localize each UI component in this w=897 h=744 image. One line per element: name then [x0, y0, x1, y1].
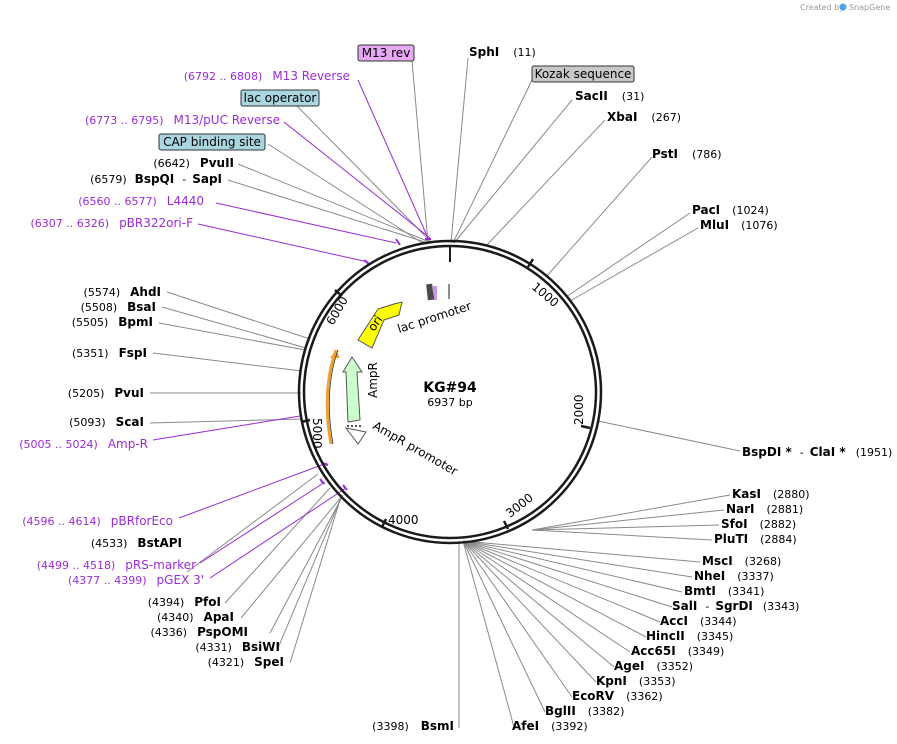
- site-spei: (4321)SpeI: [208, 655, 284, 669]
- site-bmti: BmtI(3341): [684, 584, 764, 598]
- site-acc65i: Acc65I(3349): [631, 644, 724, 658]
- site-pspomi: (4336)PspOMI: [150, 625, 248, 639]
- credit-prefix: Created by: [800, 3, 844, 12]
- backbone: [297, 239, 603, 545]
- site-pluti: PluTI(2884): [714, 532, 797, 546]
- site-pfoi: (4394)PfoI: [148, 595, 221, 609]
- feature-ampr-promoter: AmpR promoter: [344, 418, 461, 478]
- plasmid-name: KG#94: [423, 380, 477, 396]
- feature-ampr: AmpR: [342, 356, 380, 427]
- primer-l4440: (6560 .. 6577)L4440: [78, 194, 204, 208]
- site-sali-sgrdi: SalI-SgrDI(3343): [672, 599, 799, 613]
- box-kozak: Kozak sequence: [531, 65, 635, 83]
- site-bglii: BglII(3382): [545, 704, 624, 718]
- lac-promoter-label: lac promoter: [396, 299, 473, 336]
- snapgene-logo-icon: [839, 3, 847, 11]
- feature-orange-arrow: [325, 349, 340, 445]
- site-labels-left: (3398)BsmI (4321)SpeI (4331)BsiWI (4336)…: [68, 156, 454, 733]
- site-agei: AgeI(3352): [614, 659, 693, 673]
- feature-ori: ori: [357, 301, 403, 349]
- primer-pbr322: (6307 .. 6326)pBR322ori-F: [31, 216, 194, 230]
- lac-operator-label: lac operator: [244, 91, 317, 105]
- feature-lac-promoter: lac promoter: [396, 283, 473, 336]
- primer-m13-puc: (6773 .. 6795)M13/pUC Reverse: [85, 113, 280, 127]
- site-bspdi-clai: BspDI *-ClaI *(1951): [742, 445, 892, 459]
- site-acci: AccI(3344): [660, 614, 737, 628]
- site-leader-lines: [149, 57, 741, 728]
- credit-mark: Created by SnapGene: [800, 3, 890, 12]
- site-pvui: (5205)PvuI: [68, 386, 144, 400]
- site-bsiwi: (4331)BsiWI: [195, 640, 280, 654]
- site-bsmi: (3398)BsmI: [372, 719, 454, 733]
- ampr-label: AmpR: [366, 362, 380, 398]
- site-xbai: XbaI(267): [607, 110, 681, 124]
- primer-pbrforeco: (4596 .. 4614)pBRforEco: [22, 514, 173, 528]
- site-psti: PstI(786): [652, 147, 722, 161]
- site-apai: (4340)ApaI: [157, 610, 234, 624]
- credit-brand: SnapGene: [849, 3, 890, 12]
- ampr-promoter-label: AmpR promoter: [371, 418, 461, 478]
- cap-site-label: CAP binding site: [163, 135, 261, 149]
- map-center: KG#94 6937 bp: [423, 380, 477, 409]
- site-paci: PacI(1024): [692, 203, 769, 217]
- site-sphi: SphI(11): [469, 45, 536, 59]
- box-m13rev: M13 rev: [357, 44, 415, 62]
- site-sacii: SacII(31): [575, 89, 644, 103]
- site-fspi: (5351)FspI: [72, 346, 147, 360]
- site-ecorv: EcoRV(3362): [572, 689, 663, 703]
- tick-3000: 3000: [503, 491, 536, 521]
- primer-leader-lines: [152, 79, 431, 579]
- site-pvuii: (6642)PvuII: [153, 156, 234, 170]
- tick-4000: 4000: [388, 513, 419, 527]
- primer-labels: (6792 .. 6808)M13 Reverse (6773 .. 6795)…: [19, 69, 350, 587]
- primer-amp-r: (5005 .. 5024)Amp-R: [19, 437, 148, 451]
- m13rev-label: M13 rev: [362, 46, 411, 60]
- site-bsai: (5508)BsaI: [81, 300, 156, 314]
- site-bpmi: (5505)BpmI: [72, 315, 153, 329]
- site-nhei: NheI(3337): [694, 569, 774, 583]
- site-labels-right: SphI(11) SacII(31) XbaI(267) PstI(786) P…: [469, 45, 892, 733]
- site-afei: AfeI(3392): [512, 719, 588, 733]
- site-bspqi-sapi: (6579)BspQI-SapI: [90, 172, 222, 186]
- site-kpni: KpnI(3353): [596, 674, 675, 688]
- site-nari: NarI(2881): [726, 502, 803, 516]
- tick-5000: 5000: [310, 418, 324, 449]
- site-ahdi: (5574)AhdI: [84, 285, 161, 299]
- plasmid-length: 6937 bp: [427, 396, 472, 409]
- site-msci: MscI(3268): [702, 554, 781, 568]
- primer-m13-reverse: (6792 .. 6808)M13 Reverse: [184, 69, 350, 83]
- site-hincii: HincII(3345): [646, 629, 733, 643]
- tick-2000: 2000: [572, 394, 586, 425]
- site-kasi: KasI(2880): [732, 487, 810, 501]
- site-sfoi: SfoI(2882): [721, 517, 796, 531]
- kozak-label: Kozak sequence: [535, 67, 632, 81]
- primer-prs-marker: (4499 .. 4518)pRS-marker: [37, 558, 196, 572]
- box-cap-site: CAP binding site: [158, 133, 266, 151]
- tick-marks: [300, 258, 591, 530]
- site-bstapi: (4533)BstAPI: [91, 536, 182, 550]
- primer-pgex3: (4377 .. 4399)pGEX 3': [68, 573, 204, 587]
- site-scai: (5093)ScaI: [69, 415, 144, 429]
- site-mlui: MluI(1076): [700, 218, 778, 232]
- box-lac-operator: lac operator: [240, 89, 320, 107]
